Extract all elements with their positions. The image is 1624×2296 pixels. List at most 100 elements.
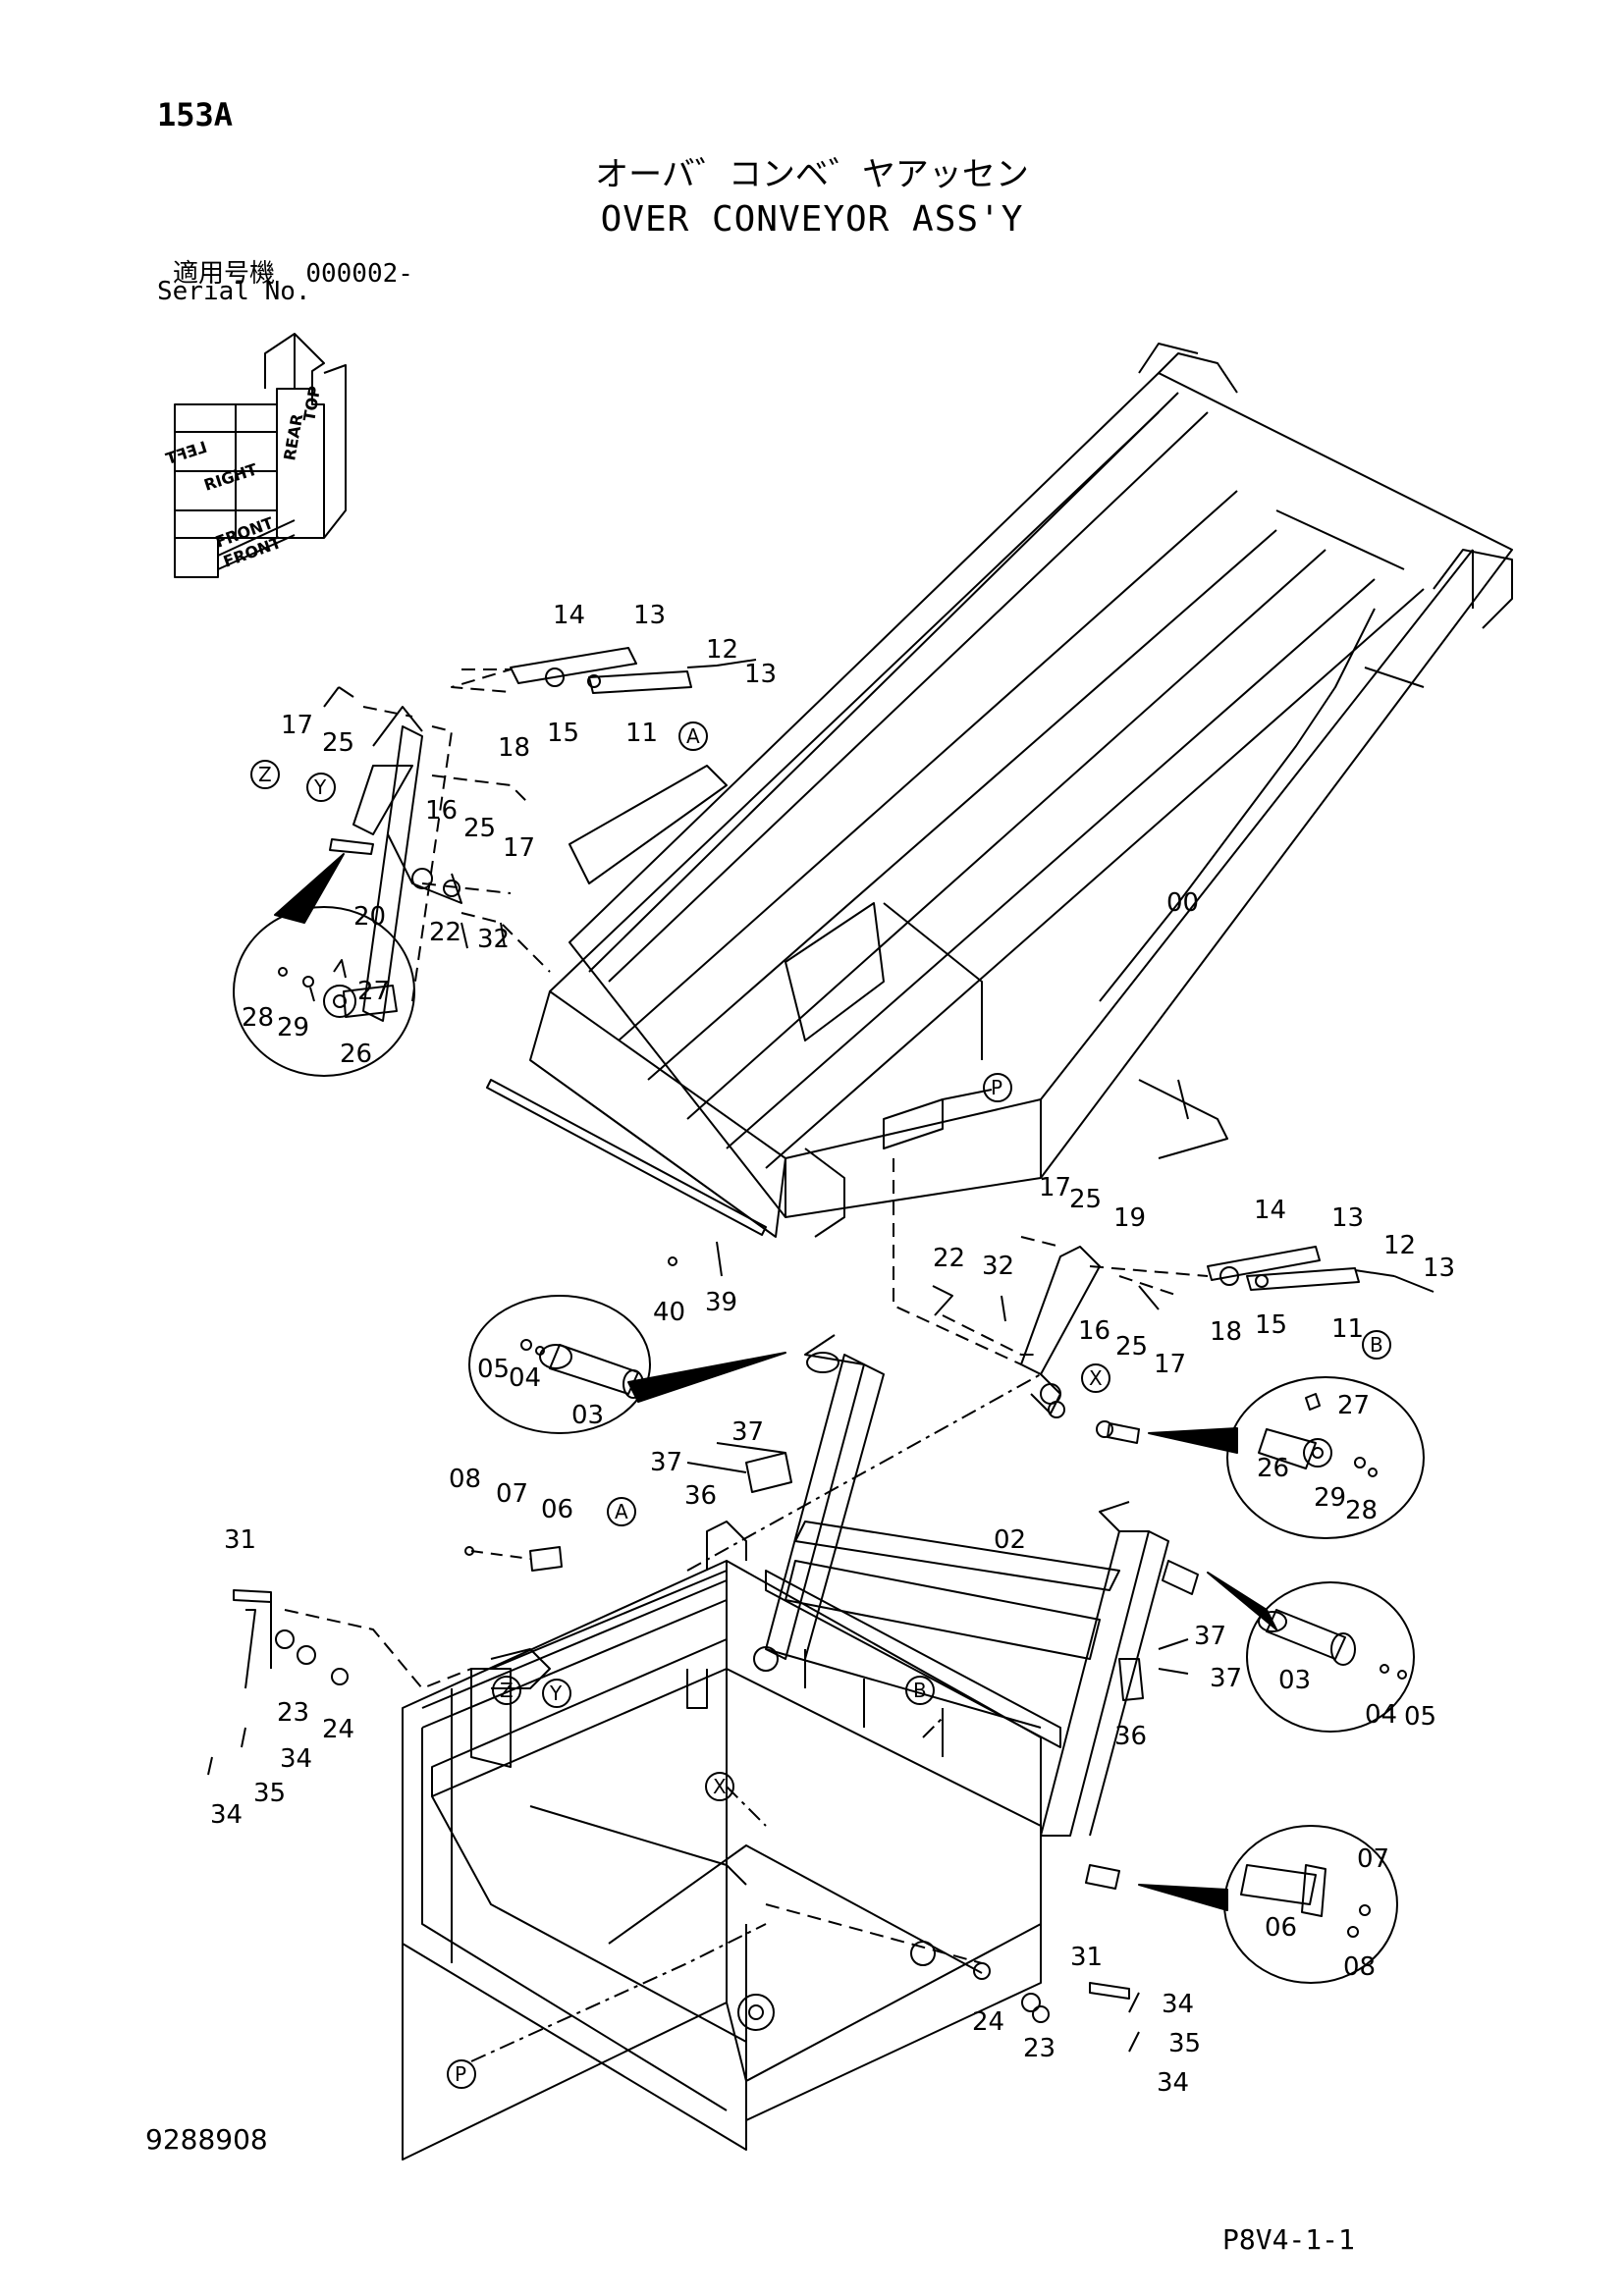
- scraper-plate: [486, 1079, 767, 1236]
- part-label: 29: [277, 1013, 309, 1042]
- marker-y-lower: Y: [542, 1679, 571, 1708]
- part-label: 02: [994, 1525, 1026, 1555]
- part-label: 04: [1365, 1700, 1397, 1730]
- part-label: 27: [357, 977, 390, 1006]
- marker-b-right: B: [1362, 1330, 1391, 1360]
- part-label: 14: [1254, 1196, 1286, 1225]
- conveyor-body: [529, 343, 1513, 1238]
- part-label: 13: [1331, 1203, 1364, 1233]
- part-label: 17: [1039, 1173, 1071, 1202]
- pin-06: [529, 1546, 563, 1572]
- part-label: 13: [633, 601, 666, 630]
- part-label: 37: [650, 1448, 682, 1477]
- part-label: 28: [242, 1003, 274, 1033]
- part-label: 05: [1404, 1702, 1436, 1732]
- part-label: 00: [1166, 888, 1199, 918]
- part-label: 25: [1069, 1185, 1102, 1214]
- marker-b-lower: B: [905, 1676, 935, 1705]
- svg-text:X: X: [713, 1775, 727, 1798]
- part-label: 35: [1168, 2029, 1201, 2058]
- svg-text:Y: Y: [549, 1682, 563, 1705]
- part-label: 37: [1210, 1664, 1242, 1693]
- marker-z-lower: Z: [492, 1676, 521, 1705]
- part-label: 07: [496, 1479, 528, 1509]
- bracket-36-left: [745, 1452, 792, 1493]
- marker-x-right: X: [1081, 1363, 1110, 1393]
- part-label: 11: [625, 719, 658, 748]
- part-label: 18: [1210, 1317, 1242, 1347]
- part-label: 05: [477, 1355, 510, 1384]
- svg-text:B: B: [913, 1679, 927, 1702]
- part-label: 37: [1194, 1622, 1226, 1651]
- orientation-label-left: LEFT: [163, 438, 209, 468]
- orientation-indicator: RIGHT LEFT FRONT FRONT TOP REAR: [163, 333, 347, 578]
- part-label: 27: [1337, 1391, 1370, 1420]
- part-label: 24: [972, 2007, 1004, 2037]
- part-label: 17: [503, 833, 535, 863]
- orientation-label-rear: REAR: [280, 412, 306, 462]
- part-label: 16: [1078, 1316, 1110, 1346]
- part-label: 36: [684, 1481, 717, 1511]
- marker-z-upper: Z: [250, 760, 280, 789]
- drawing-number: 9288908: [145, 2123, 268, 2156]
- part-label: 37: [731, 1417, 764, 1447]
- part-label: 16: [425, 796, 458, 826]
- reference-markers: A Z Y P B X A Z Y B X P: [250, 721, 1391, 2089]
- bracket-36-right: [1118, 1658, 1144, 1701]
- svg-text:P: P: [991, 1076, 1002, 1099]
- svg-text:Y: Y: [313, 775, 327, 799]
- part-label: 06: [1265, 1913, 1297, 1943]
- svg-text:A: A: [686, 724, 700, 748]
- svg-text:B: B: [1370, 1333, 1383, 1357]
- support-frame: [402, 1521, 1061, 2161]
- part-label: 39: [705, 1288, 737, 1317]
- part-number-labels: 14 13 12 13 17 25 18 15 11 16 25 17 20 2…: [210, 601, 1455, 2098]
- part-label: 31: [224, 1525, 256, 1555]
- leader-x-conveyor: [686, 1373, 1042, 1572]
- support-arms: [765, 1334, 1169, 1837]
- conveyor-pin-p: [883, 1098, 944, 1149]
- part-label: 36: [1114, 1722, 1147, 1751]
- svg-text:Z: Z: [258, 763, 272, 786]
- part-label: 28: [1345, 1496, 1378, 1525]
- bottom-hardware: [765, 1903, 1140, 2053]
- part-label: 20: [353, 902, 386, 932]
- part-label: 12: [1383, 1231, 1416, 1260]
- part-label: 34: [1162, 1990, 1194, 2019]
- part-label: 17: [281, 711, 313, 740]
- part-label: 12: [706, 635, 738, 665]
- part-label: 31: [1070, 1943, 1103, 1972]
- detail-bubble-upper-left: [233, 853, 415, 1077]
- page-number: 153A: [157, 96, 234, 133]
- pin-leader-dashed: [470, 1550, 531, 1560]
- marker-a-upper: A: [678, 721, 708, 751]
- svg-text:A: A: [615, 1500, 628, 1523]
- marker-p-lower: P: [447, 2059, 476, 2089]
- right-cylinder-assembly: [893, 1158, 1435, 1418]
- part-label: 13: [1423, 1254, 1455, 1283]
- part-label: 22: [429, 918, 461, 947]
- svg-text:Z: Z: [500, 1679, 514, 1702]
- bolts-37-right: [1158, 1638, 1189, 1675]
- part-label: 04: [509, 1363, 541, 1393]
- title-japanese: オーバ゛コンベ゛ヤアッセン: [595, 155, 1029, 194]
- part-label: 18: [498, 733, 530, 763]
- scraper-leader: [716, 1241, 723, 1277]
- part-label: 15: [1255, 1310, 1287, 1340]
- part-label: 03: [1278, 1666, 1311, 1695]
- detail-bubble-pin-right: [1162, 1560, 1415, 1733]
- sheet-reference: P8V4-1-1: [1222, 2223, 1355, 2256]
- bolt-40: [668, 1256, 677, 1266]
- part-label: 40: [653, 1298, 685, 1327]
- part-label: 29: [1314, 1483, 1346, 1513]
- part-label: 08: [1343, 1952, 1376, 1982]
- part-label: 08: [449, 1465, 481, 1494]
- left-cylinder-assembly: [323, 647, 757, 1022]
- part-label: 32: [477, 925, 510, 954]
- part-label: 34: [210, 1800, 243, 1830]
- leader-x-frame: [726, 1786, 767, 1827]
- serial-label-japanese: 適用号機 000002-: [173, 253, 413, 290]
- leader-b-frame: [922, 1717, 944, 1738]
- serial-value: 000002-: [305, 259, 413, 289]
